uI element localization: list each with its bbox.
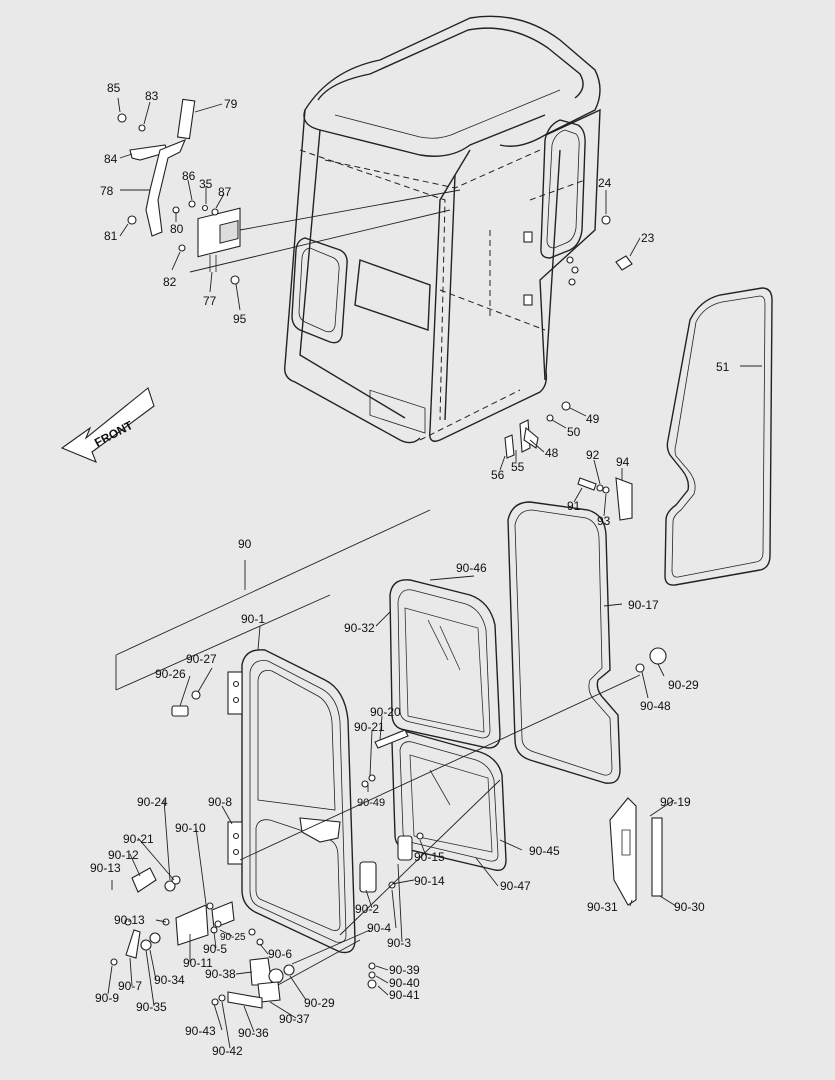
callout-90-49: 90-49 bbox=[357, 797, 385, 809]
callout-56: 56 bbox=[491, 468, 505, 482]
callout-50: 50 bbox=[567, 425, 581, 439]
latch-bracket-assembly bbox=[117, 98, 241, 285]
callout-90-38: 90-38 bbox=[205, 967, 236, 981]
callout-86: 86 bbox=[182, 169, 196, 183]
callout-90-42: 90-42 bbox=[212, 1044, 243, 1058]
callout-90-35: 90-35 bbox=[136, 1000, 167, 1014]
callout-90-20: 90-20 bbox=[370, 705, 401, 719]
callout-90-19: 90-19 bbox=[660, 795, 691, 809]
callout-90-29-lower: 90-29 bbox=[304, 996, 335, 1010]
rear-window-seal bbox=[664, 287, 773, 586]
leader-lines bbox=[107, 97, 762, 1049]
callout-90-21-lower: 90-21 bbox=[123, 832, 154, 846]
callout-90-46: 90-46 bbox=[456, 561, 487, 575]
callout-91: 91 bbox=[567, 499, 581, 513]
callout-23: 23 bbox=[641, 231, 655, 245]
callout-90-48: 90-48 bbox=[640, 699, 671, 713]
callout-90-12: 90-12 bbox=[108, 848, 139, 862]
callout-79: 79 bbox=[224, 97, 238, 111]
callout-90-25: 90-25 bbox=[220, 932, 246, 943]
callout-55: 55 bbox=[511, 460, 525, 474]
callout-92: 92 bbox=[586, 448, 600, 462]
callout-90-37: 90-37 bbox=[279, 1012, 310, 1026]
callout-90-1: 90-1 bbox=[241, 612, 265, 626]
callout-90-27: 90-27 bbox=[186, 652, 217, 666]
callout-90-45: 90-45 bbox=[529, 844, 560, 858]
callout-90-9: 90-9 bbox=[95, 991, 119, 1005]
callout-90-21-upper: 90-21 bbox=[354, 720, 385, 734]
callout-90-24: 90-24 bbox=[137, 795, 168, 809]
callout-90-36: 90-36 bbox=[238, 1026, 269, 1040]
callout-87: 87 bbox=[218, 185, 232, 199]
callout-80: 80 bbox=[170, 222, 184, 236]
callout-90-30: 90-30 bbox=[674, 900, 705, 914]
callout-90-34: 90-34 bbox=[154, 973, 185, 987]
callout-90-47: 90-47 bbox=[500, 879, 531, 893]
callout-51: 51 bbox=[716, 360, 730, 374]
cab-frame bbox=[284, 15, 601, 444]
callout-90-11: 90-11 bbox=[183, 956, 213, 970]
callout-90-31: 90-31 bbox=[587, 900, 618, 914]
rear-small-parts bbox=[504, 215, 633, 521]
callout-49: 49 bbox=[586, 412, 600, 426]
callout-83: 83 bbox=[145, 89, 159, 103]
callout-90-3: 90-3 bbox=[387, 936, 411, 950]
callout-95: 95 bbox=[233, 312, 247, 326]
callout-90-41: 90-41 bbox=[389, 988, 420, 1002]
callout-90-29-knob: 90-29 bbox=[668, 678, 699, 692]
callout-90-7: 90-7 bbox=[118, 979, 142, 993]
callout-81: 81 bbox=[104, 229, 118, 243]
callout-90-39: 90-39 bbox=[389, 963, 420, 977]
callout-93: 93 bbox=[597, 514, 611, 528]
callout-77: 77 bbox=[203, 294, 217, 308]
callout-84: 84 bbox=[104, 152, 118, 166]
callout-78: 78 bbox=[100, 184, 114, 198]
callout-94: 94 bbox=[616, 455, 630, 469]
callout-90-17: 90-17 bbox=[628, 598, 659, 612]
callout-90-26: 90-26 bbox=[155, 667, 186, 681]
callout-90-6: 90-6 bbox=[268, 947, 292, 961]
callout-90-8: 90-8 bbox=[208, 795, 232, 809]
callout-90-5: 90-5 bbox=[203, 942, 227, 956]
callout-90-15: 90-15 bbox=[414, 850, 445, 864]
callout-90-4: 90-4 bbox=[367, 921, 391, 935]
callout-labels: 85 83 79 84 86 35 87 78 81 80 82 77 95 2… bbox=[90, 81, 730, 1058]
callout-35: 35 bbox=[199, 177, 213, 191]
callout-90-32: 90-32 bbox=[344, 621, 375, 635]
callout-90-10: 90-10 bbox=[175, 821, 206, 835]
front-direction-arrow: FRONT bbox=[60, 387, 155, 464]
callout-24: 24 bbox=[598, 176, 612, 190]
callout-48: 48 bbox=[545, 446, 559, 460]
callout-90: 90 bbox=[238, 537, 252, 551]
callout-90-2: 90-2 bbox=[355, 902, 379, 916]
callout-90-13-lower: 90-13 bbox=[114, 913, 145, 927]
callout-90-13-upper: 90-13 bbox=[90, 861, 121, 875]
callout-85: 85 bbox=[107, 81, 121, 95]
callout-90-14: 90-14 bbox=[414, 874, 445, 888]
callout-90-40: 90-40 bbox=[389, 976, 420, 990]
callout-90-43: 90-43 bbox=[185, 1024, 216, 1038]
callout-82: 82 bbox=[163, 275, 177, 289]
